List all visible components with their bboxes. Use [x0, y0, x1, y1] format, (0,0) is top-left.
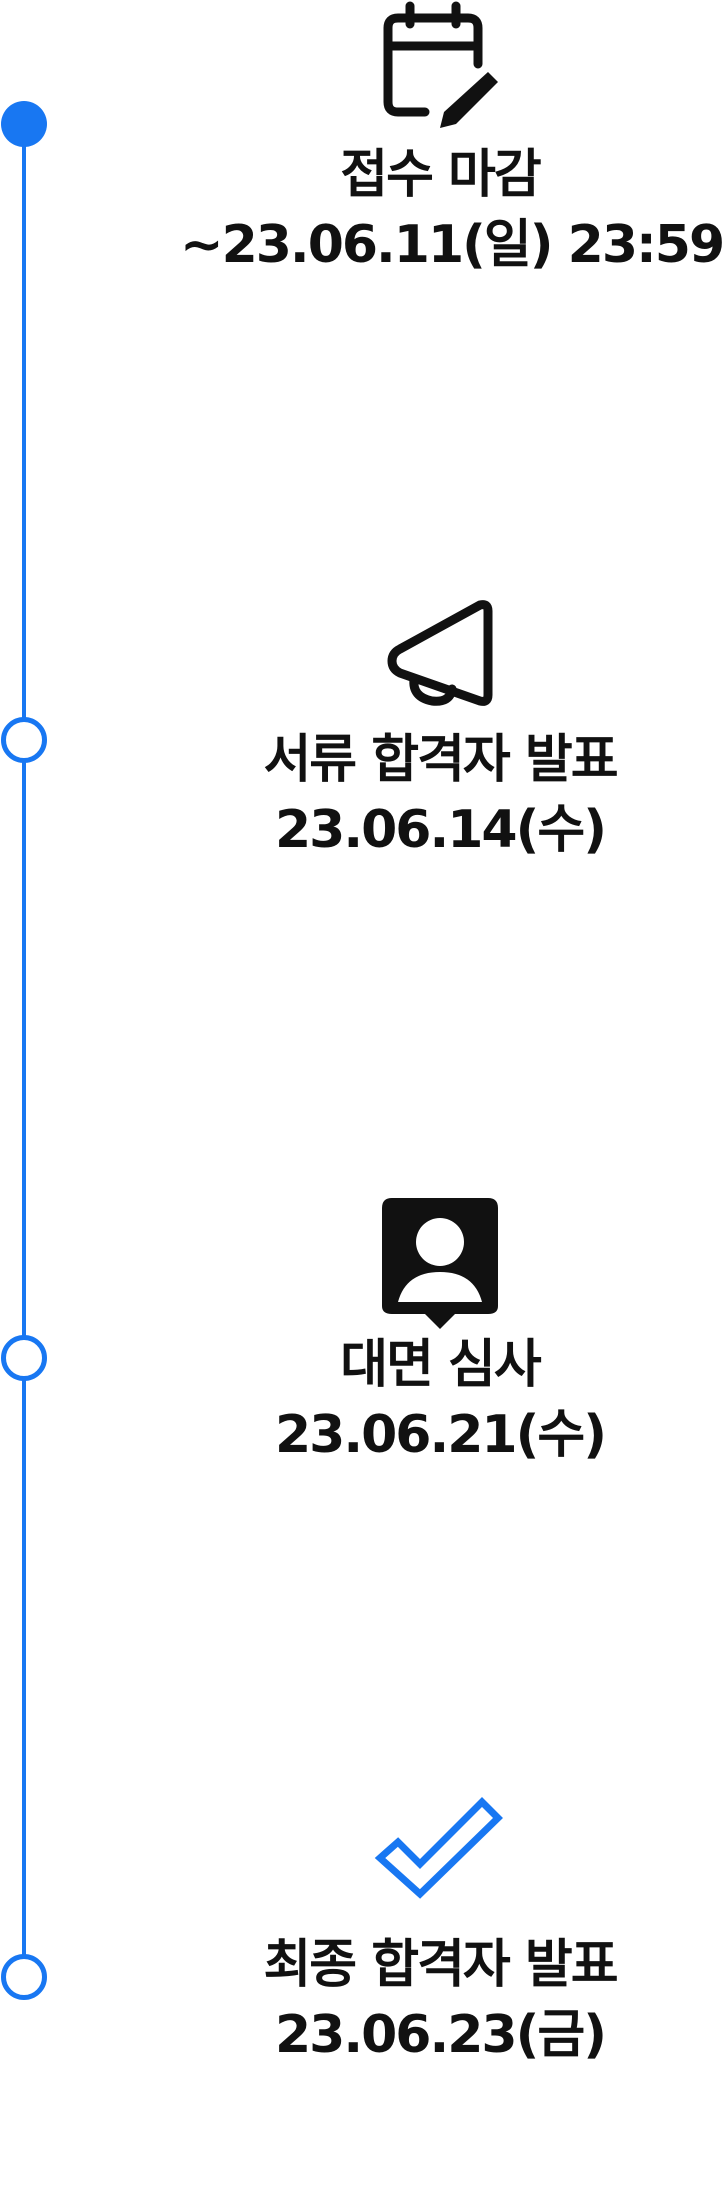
timeline-step: 대면 심사 23.06.21(수): [180, 1190, 700, 1470]
timeline-line: [22, 124, 26, 1984]
step-date: ~23.06.11(일) 23:59: [180, 215, 723, 275]
timeline-node: [1, 1954, 47, 2000]
step-title: 서류 합격자 발표: [263, 730, 618, 790]
timeline-step: 최종 합격자 발표 23.06.23(금): [180, 1790, 700, 2070]
person-pin-icon: [382, 1198, 498, 1329]
megaphone-icon: [387, 600, 493, 706]
step-date: 23.06.14(수): [275, 800, 607, 860]
step-title: 접수 마감: [340, 145, 541, 205]
checkmark-icon: [374, 1797, 503, 1899]
timeline-node: [1, 1335, 47, 1381]
step-date: 23.06.23(금): [275, 2005, 607, 2065]
step-title: 최종 합격자 발표: [263, 1935, 618, 1995]
timeline-node-current: [1, 101, 47, 147]
step-date: 23.06.21(수): [275, 1405, 607, 1465]
timeline-node: [1, 717, 47, 763]
step-title: 대면 심사: [340, 1335, 541, 1395]
timeline-step: 서류 합격자 발표 23.06.14(수): [180, 585, 700, 865]
timeline-step: 접수 마감 ~23.06.11(일) 23:59: [180, 0, 723, 280]
calendar-edit-icon: [383, 1, 498, 128]
